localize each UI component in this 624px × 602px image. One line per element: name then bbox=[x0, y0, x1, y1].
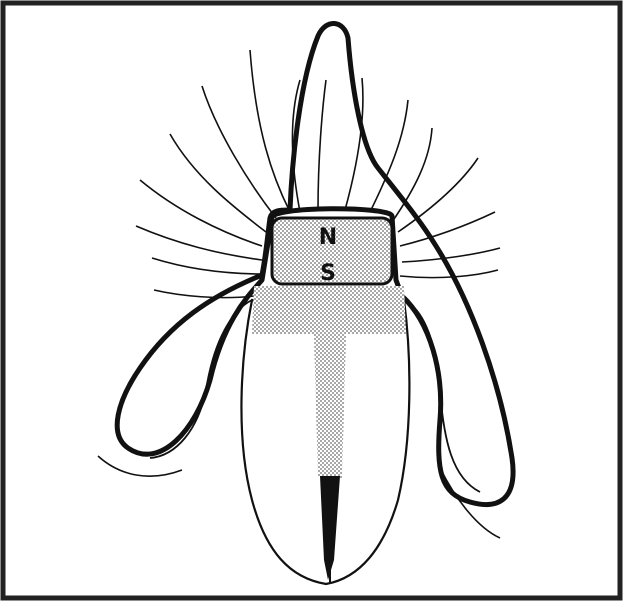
field-line bbox=[136, 226, 262, 260]
field-line bbox=[140, 180, 262, 246]
field-line bbox=[154, 290, 254, 298]
field-line bbox=[318, 80, 326, 210]
stem-region bbox=[314, 334, 346, 478]
side-edge-left bbox=[150, 300, 252, 458]
field-line bbox=[152, 258, 264, 274]
crossbar-region bbox=[252, 286, 406, 334]
field-line bbox=[98, 456, 182, 476]
field-line bbox=[402, 248, 500, 262]
south-label: S bbox=[320, 261, 336, 286]
field-line bbox=[250, 50, 290, 212]
field-line bbox=[202, 86, 276, 218]
north-label: N bbox=[319, 225, 337, 250]
